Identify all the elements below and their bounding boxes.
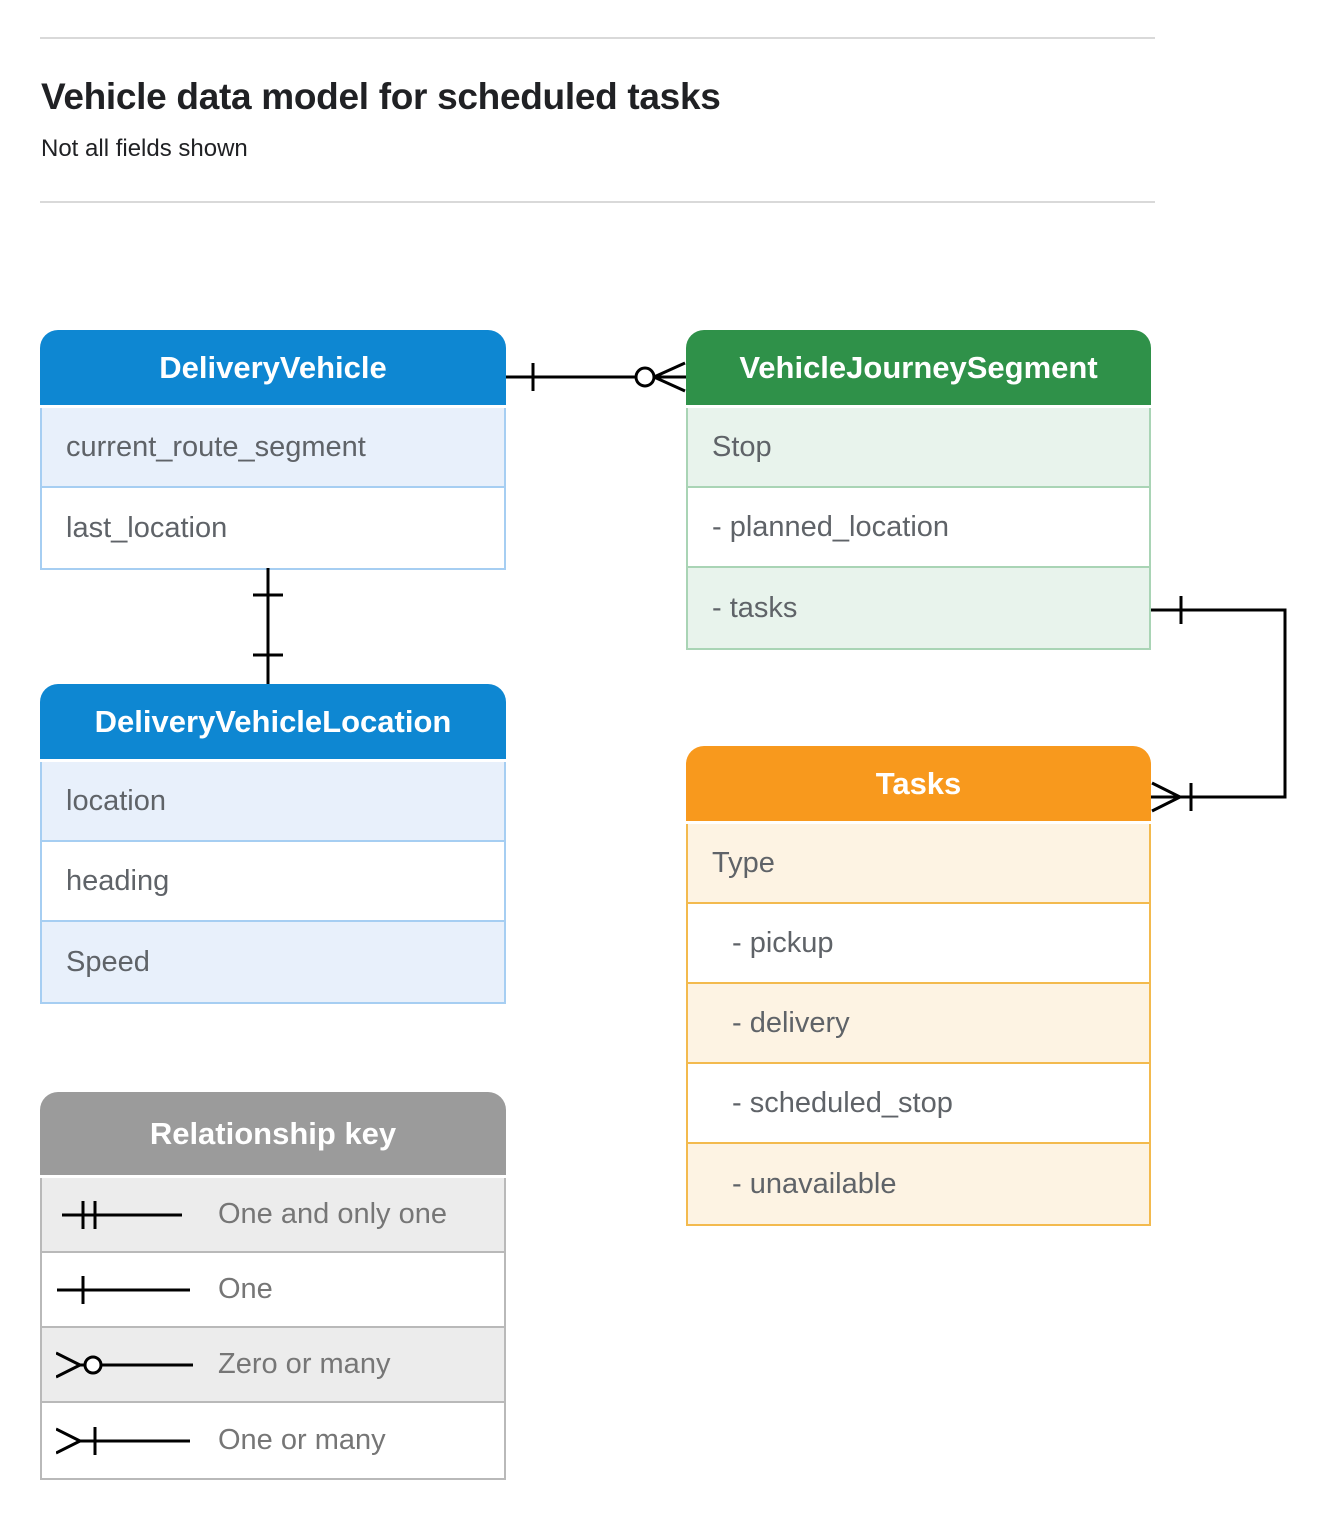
- page-title: Vehicle data model for scheduled tasks: [41, 76, 721, 117]
- entity-tasks-title: Tasks: [686, 746, 1151, 824]
- one-or-many-icon: [56, 1426, 190, 1455]
- relationship-key-items: One and only one One: [40, 1178, 506, 1480]
- field-heading: heading: [42, 842, 504, 922]
- entity-tasks: Tasks Type - pickup - delivery - schedul…: [686, 746, 1151, 1226]
- field-speed: Speed: [42, 922, 504, 1002]
- field-location: location: [42, 762, 504, 842]
- field-stop: Stop: [688, 408, 1149, 488]
- field-tasks: - tasks: [688, 568, 1149, 648]
- page-subtitle: Not all fields shown: [41, 135, 248, 162]
- legend-item-one-and-only-one: One and only one: [42, 1178, 504, 1253]
- legend-label: One: [218, 1273, 273, 1305]
- legend-item-one: One: [42, 1253, 504, 1328]
- field-scheduled-stop: - scheduled_stop: [688, 1064, 1149, 1144]
- legend-item-zero-or-many: Zero or many: [42, 1328, 504, 1403]
- one-icon: [57, 1275, 190, 1304]
- entity-delivery-vehicle-location-title: DeliveryVehicleLocation: [40, 684, 506, 762]
- legend-label: One or many: [218, 1424, 386, 1456]
- one-and-only-one-icon: [62, 1200, 182, 1229]
- legend-item-one-or-many: One or many: [42, 1403, 504, 1478]
- relationship-key-title: Relationship key: [40, 1092, 506, 1178]
- field-unavailable: - unavailable: [688, 1144, 1149, 1224]
- connector-vehiclejourneysegment-tasks: [1151, 596, 1287, 813]
- legend-label: Zero or many: [218, 1348, 391, 1380]
- entity-delivery-vehicle-location-fields: location heading Speed: [40, 762, 506, 1004]
- field-pickup: - pickup: [688, 904, 1149, 984]
- field-planned-location: - planned_location: [688, 488, 1149, 568]
- relationship-key: Relationship key One and only one: [40, 1092, 506, 1480]
- zero-or-many-icon: [56, 1351, 193, 1378]
- field-type: Type: [688, 824, 1149, 904]
- entity-vehicle-journey-segment-fields: Stop - planned_location - tasks: [686, 408, 1151, 650]
- entity-vehicle-journey-segment-title: VehicleJourneySegment: [686, 330, 1151, 408]
- entity-delivery-vehicle-fields: current_route_segment last_location: [40, 408, 506, 570]
- connector-deliveryvehicle-vehiclejourneysegment: [506, 361, 686, 393]
- entity-vehicle-journey-segment: VehicleJourneySegment Stop - planned_loc…: [686, 330, 1151, 650]
- entity-tasks-fields: Type - pickup - delivery - scheduled_sto…: [686, 824, 1151, 1226]
- entity-delivery-vehicle: DeliveryVehicle current_route_segment la…: [40, 330, 506, 570]
- entity-delivery-vehicle-title: DeliveryVehicle: [40, 330, 506, 408]
- top-divider: [40, 37, 1155, 39]
- bottom-divider: [40, 201, 1155, 203]
- entity-delivery-vehicle-location: DeliveryVehicleLocation location heading…: [40, 684, 506, 1004]
- field-current-route-segment: current_route_segment: [42, 408, 504, 488]
- field-last-location: last_location: [42, 488, 504, 568]
- legend-label: One and only one: [218, 1198, 447, 1230]
- field-delivery: - delivery: [688, 984, 1149, 1064]
- connector-deliveryvehicle-deliveryvehiclelocation: [253, 568, 283, 684]
